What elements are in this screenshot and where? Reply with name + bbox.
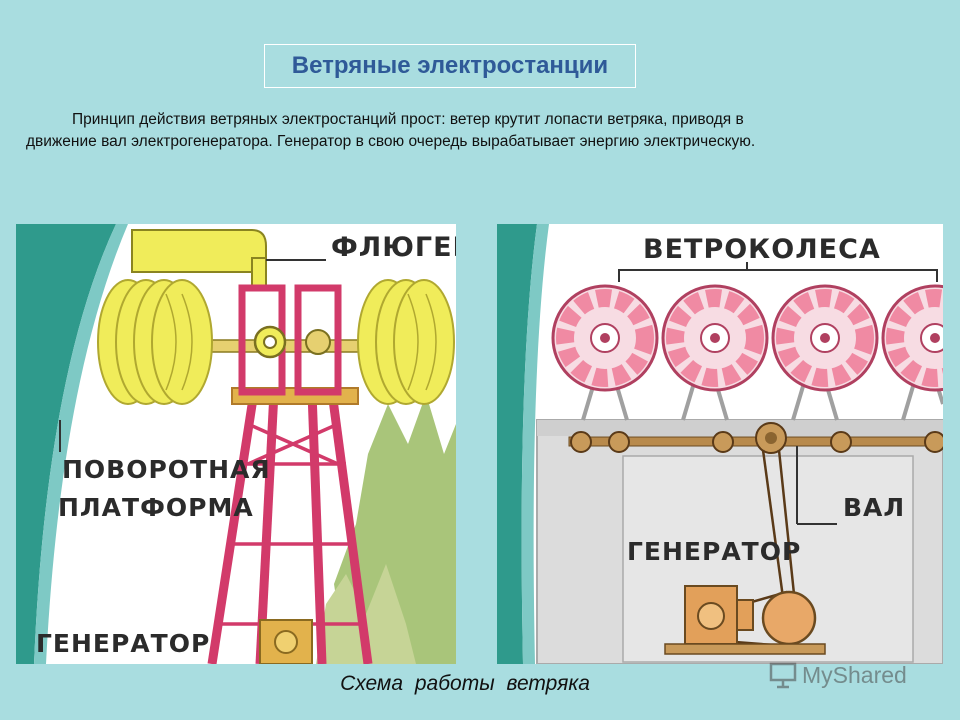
label-generator-right: ГЕНЕРАТОР bbox=[627, 537, 801, 566]
figure-caption: Схема работы ветряка bbox=[340, 672, 590, 695]
intro-paragraph: Принцип действия ветряных электростанций… bbox=[26, 109, 926, 153]
label-platform-line1: ПОВОРОТНАЯ bbox=[62, 455, 271, 484]
wind-plant-illustration: ВЕТРОКОЛЕСА ВАЛ ГЕНЕРАТОР bbox=[497, 224, 943, 664]
windmill-drawing: ФЛЮГЕР ПОВОРОТНАЯ ПЛАТФОРМА ГЕНЕРАТОР bbox=[16, 224, 456, 664]
wind-wheels bbox=[551, 284, 943, 392]
watermark-text: MyShared bbox=[802, 661, 907, 688]
label-generator-left: ГЕНЕРАТОР bbox=[36, 629, 210, 658]
slide-title: Ветряные электростанции bbox=[291, 52, 609, 79]
intro-line-2: движение вал электрогенератора. Генерато… bbox=[26, 133, 756, 150]
presentation-icon bbox=[769, 662, 797, 689]
label-shaft: ВАЛ bbox=[843, 493, 905, 522]
windmill-illustration: ФЛЮГЕР ПОВОРОТНАЯ ПЛАТФОРМА ГЕНЕРАТОР bbox=[16, 224, 456, 664]
watermark: MyShared bbox=[768, 660, 907, 690]
title-box: Ветряные электростанции bbox=[264, 44, 636, 88]
label-vane: ФЛЮГЕР bbox=[331, 232, 456, 263]
intro-line-1: Принцип действия ветряных электростанций… bbox=[72, 111, 744, 128]
label-wind-wheels: ВЕТРОКОЛЕСА bbox=[643, 234, 881, 265]
label-platform-line2: ПЛАТФОРМА bbox=[58, 493, 254, 522]
wind-plant-drawing: ВЕТРОКОЛЕСА ВАЛ ГЕНЕРАТОР bbox=[497, 224, 943, 664]
